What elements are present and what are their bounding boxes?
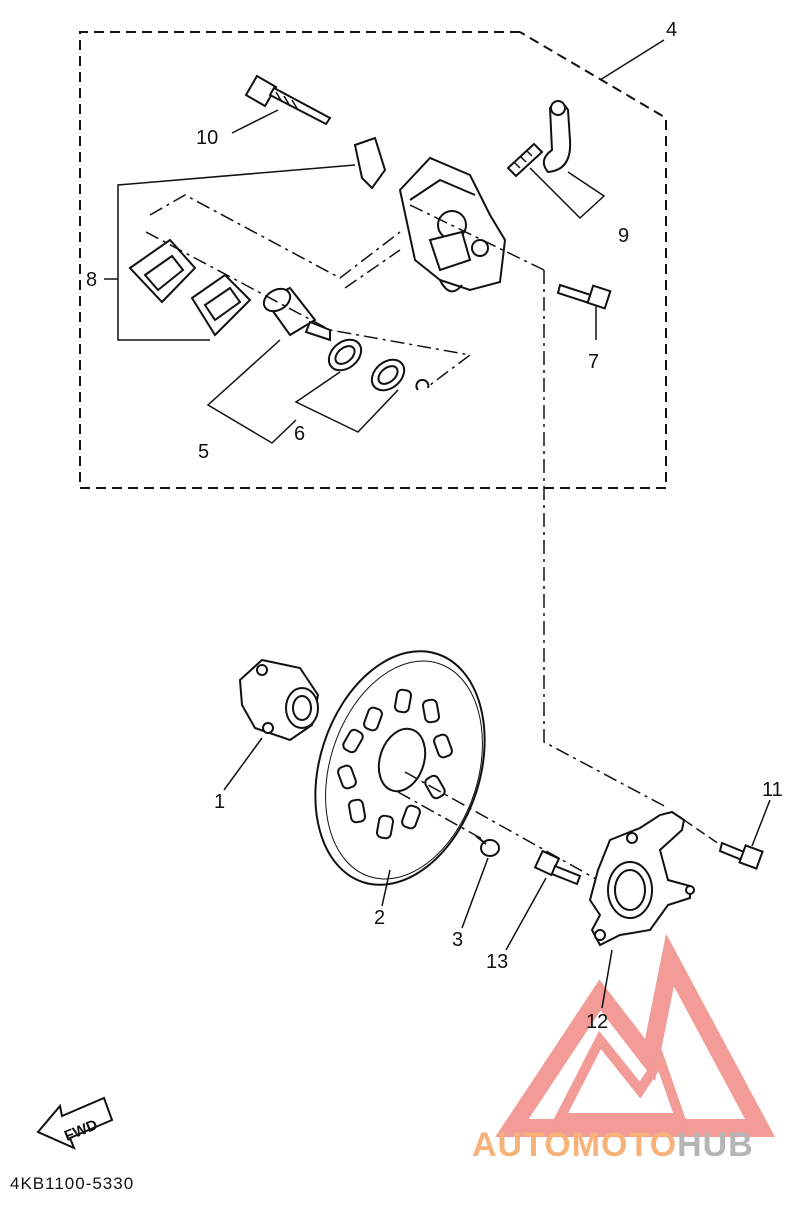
watermark-part1: AUTOMOTO [472,1126,677,1164]
callout-10: 10 [196,127,218,149]
callout-9: 9 [618,225,629,247]
leader-13 [505,877,547,951]
leader-5 [206,339,297,444]
watermark-part2: HUB [677,1126,754,1164]
callout-13: 13 [486,951,508,973]
part-13-bolt [533,849,582,886]
callout-7: 7 [588,351,599,373]
callout-3: 3 [452,929,463,951]
part-9-fittings [506,100,572,178]
caliper-retainer [353,136,387,190]
automotohub-logo [495,933,776,1137]
callout-6: 6 [294,423,305,445]
part-3-bolt [475,835,500,857]
callout-11: 11 [762,779,783,801]
leader-2 [381,869,391,907]
leader-9 [529,167,606,220]
leader-12 [601,949,613,1009]
disc-to-bracket-line [404,771,599,881]
fwd-arrow-icon: FWD [36,1096,114,1150]
caliper-assembly-boundary [79,31,667,489]
part-10-pin-bolt [244,74,332,126]
leader-4 [599,39,665,81]
watermark-text: AUTOMOTOHUB [472,1126,754,1164]
callout-1: 1 [214,791,225,813]
disc-to-bolt-line [397,791,485,841]
leader-8 [117,164,356,341]
part-11-bolt [718,841,764,870]
callout-8: 8 [86,269,97,291]
caliper-body [398,156,507,293]
diagram-part-code: 4KB1100-5330 [10,1174,135,1193]
part-12-bracket [588,810,695,947]
leader-1 [223,737,263,791]
caliper-alignment-lines [145,194,545,386]
part-7-bolt [556,283,612,310]
part-8-brake-pads [128,238,252,337]
part-2-brake-disc [314,650,486,886]
part-1-hub [238,658,320,742]
bracket-to-bolt-line [683,819,723,847]
leader-3 [461,857,489,929]
callout-5: 5 [198,441,209,463]
callout-12: 12 [586,1011,608,1033]
part-6-seals [327,338,430,392]
leader-10 [231,109,279,134]
callout-4: 4 [666,19,677,41]
leader-6 [294,371,399,433]
leader-11 [751,799,771,847]
alignment-line [543,270,669,809]
callout-2: 2 [374,907,385,929]
